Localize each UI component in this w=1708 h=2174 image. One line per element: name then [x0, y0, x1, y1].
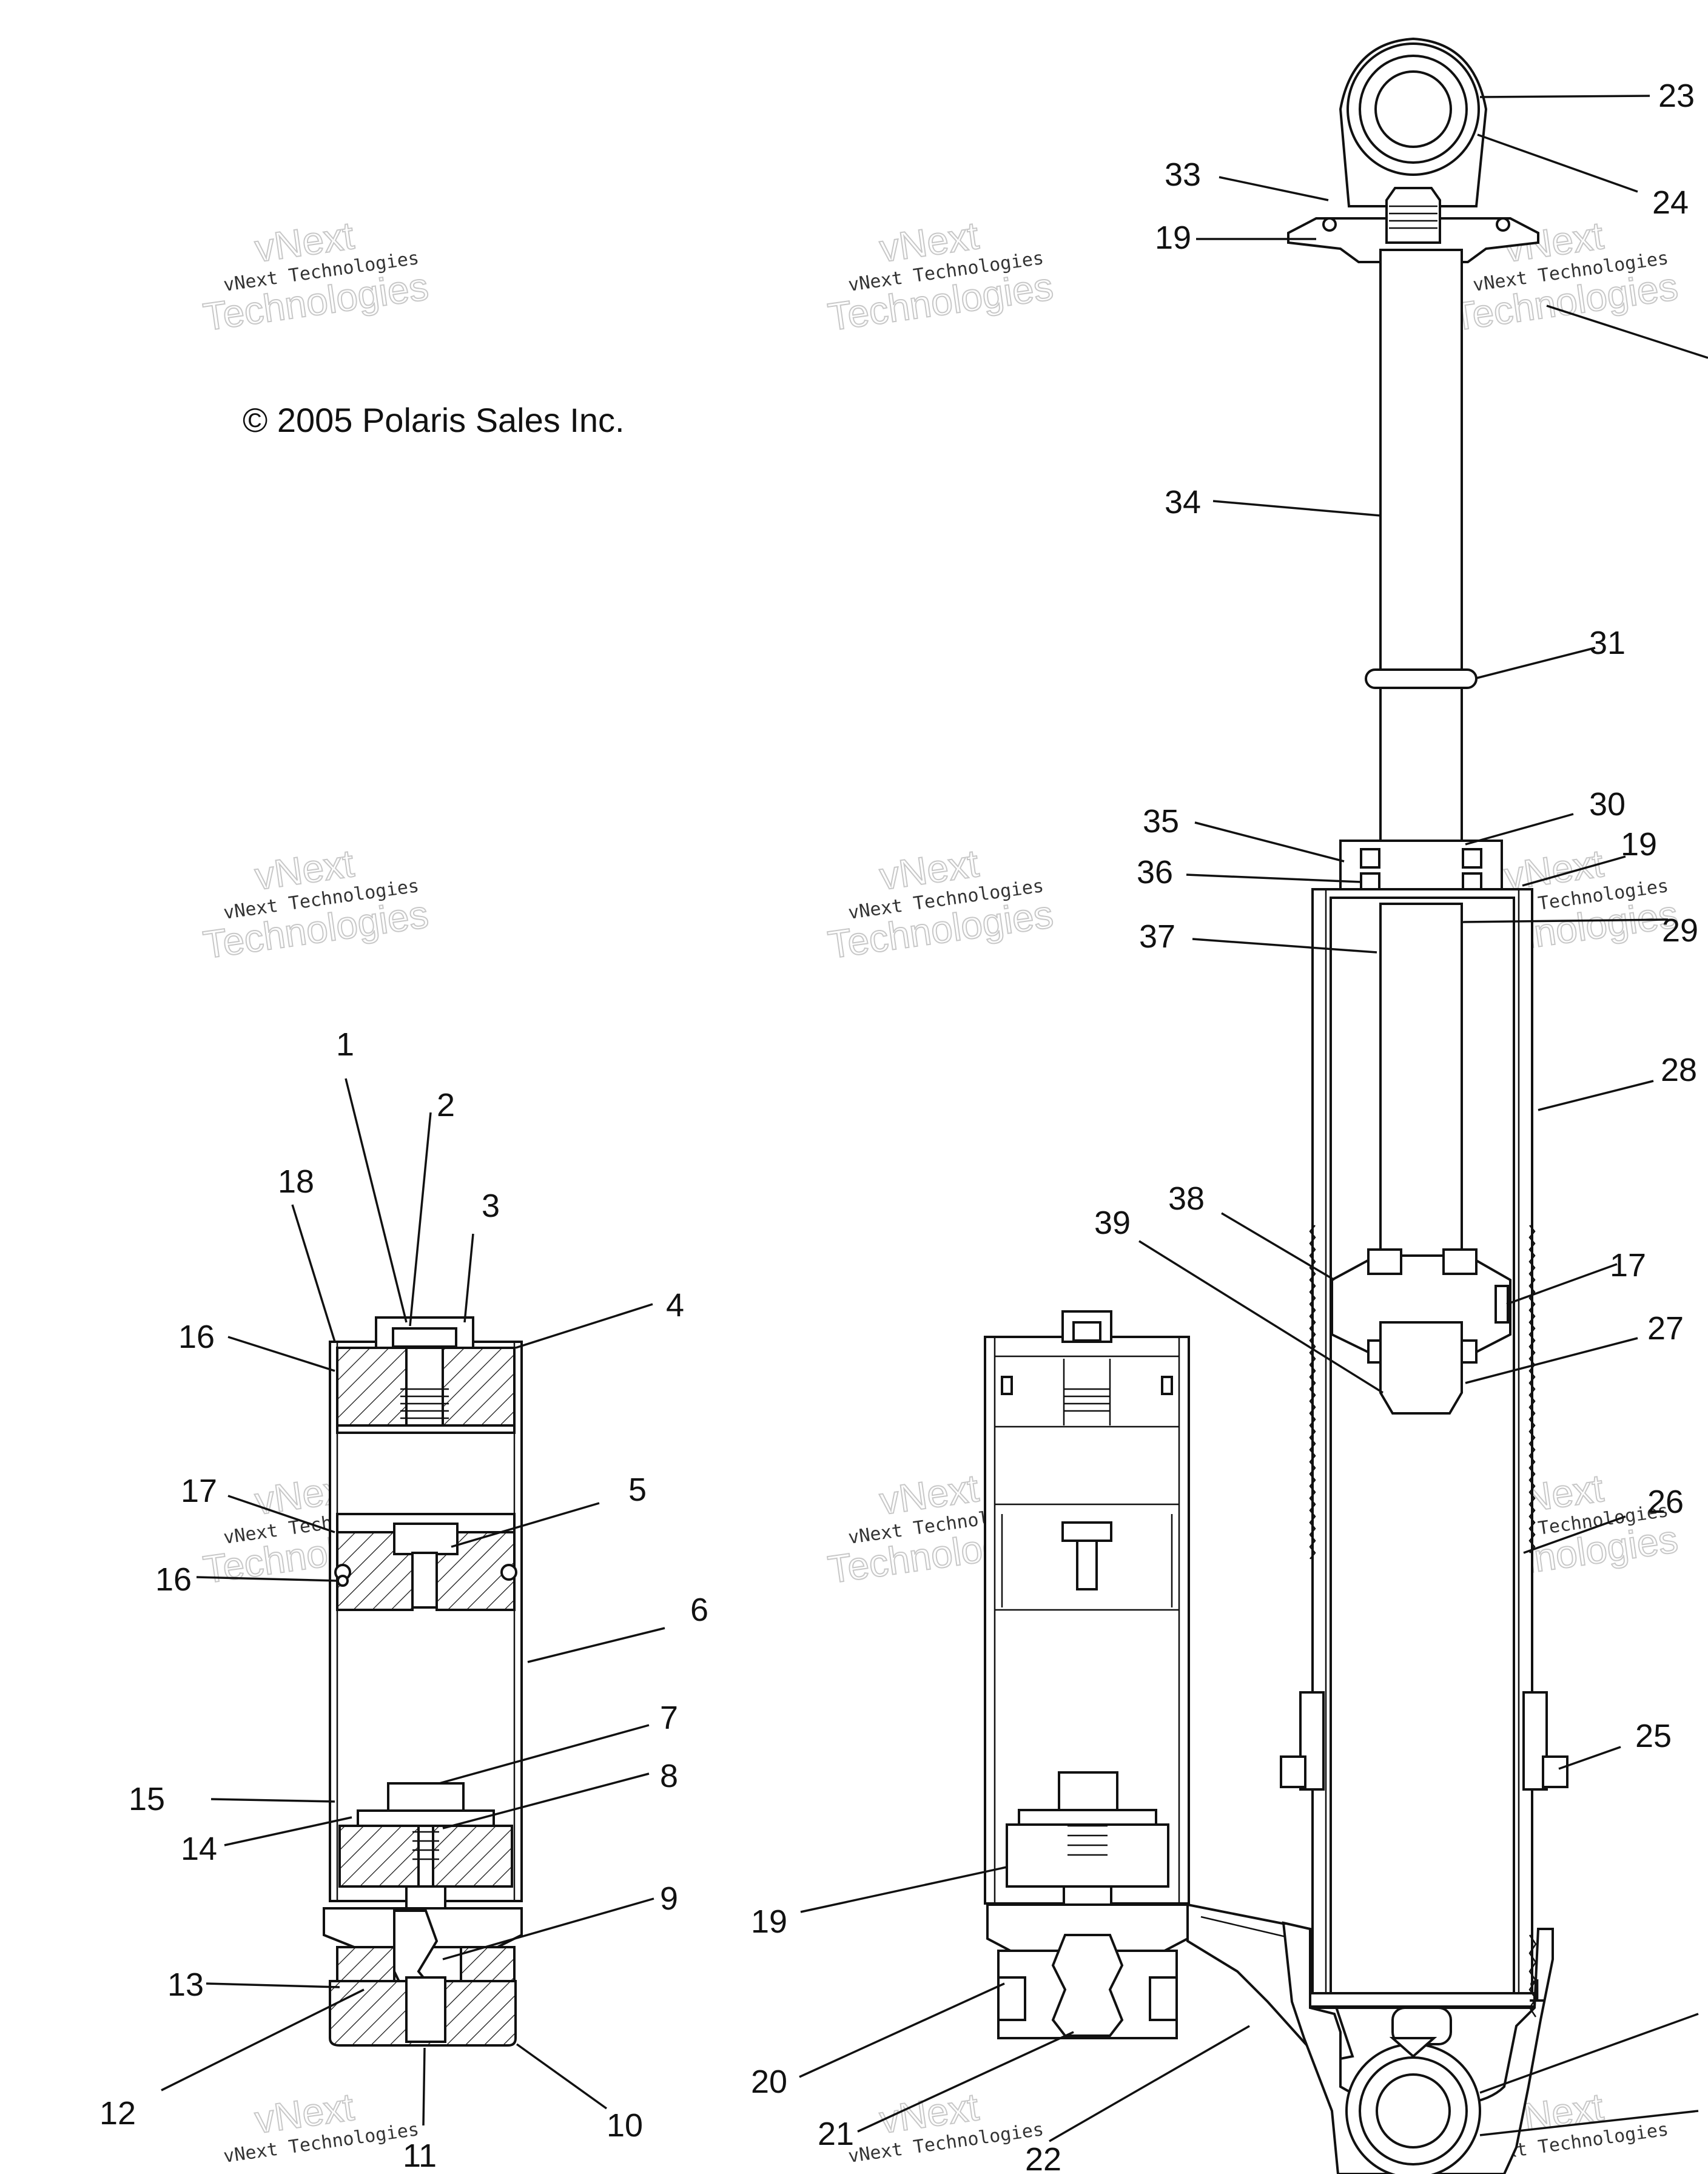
- callout-21: 21: [818, 2116, 854, 2152]
- watermarks: vNext Technologies vNext Technologies vN…: [200, 213, 1681, 2167]
- callout-30: 30: [1589, 786, 1626, 823]
- callout-31: 31: [1589, 625, 1626, 661]
- callout-24: 24: [1652, 184, 1689, 221]
- callout-11: 11: [403, 2138, 437, 2174]
- callout-18: 18: [278, 1163, 314, 1200]
- callout-27: 27: [1647, 1310, 1684, 1347]
- callout-19-seal-head: 19: [1621, 826, 1657, 863]
- leader-lines: [161, 95, 1708, 2142]
- shock-main-body: [1280, 37, 1568, 2174]
- callout-7: 7: [660, 1700, 678, 1736]
- watermark: vNext Technologies vNext Technologies: [200, 841, 432, 968]
- callout-3: 3: [482, 1188, 500, 1224]
- bumper-ring: [1365, 668, 1478, 689]
- watermark: vNext Technologies vNext: [847, 2084, 1045, 2167]
- callout-5: 5: [628, 1472, 647, 1508]
- callout-15: 15: [129, 1781, 165, 1817]
- callout-13: 13: [167, 1967, 204, 2003]
- callout-37: 37: [1139, 918, 1175, 955]
- callout-25: 25: [1635, 1718, 1672, 1754]
- callout-38: 38: [1168, 1180, 1205, 1217]
- callout-19-reservoir: 19: [751, 1903, 787, 1940]
- callout-16-lower: 16: [155, 1561, 192, 1598]
- watermark: vNext Technologies vNext Technologies: [825, 841, 1057, 968]
- callout-9: 9: [660, 1880, 678, 1917]
- reservoir-section-left: [323, 1316, 523, 2047]
- callout-29: 29: [1662, 912, 1698, 949]
- end-cap: [336, 1347, 408, 1427]
- callout-1-partial: 1: [1527, 1973, 1545, 2009]
- callout-33: 33: [1165, 156, 1201, 193]
- callout-2: 2: [437, 1087, 455, 1123]
- callout-8: 8: [660, 1758, 678, 1794]
- watermark: vNext Technologies vNext Technologies: [825, 213, 1057, 340]
- callout-17: 17: [181, 1473, 217, 1509]
- copyright-notice: © 2005 Polaris Sales Inc.: [243, 401, 625, 439]
- callout-28: 28: [1661, 1052, 1697, 1088]
- callout-20: 20: [751, 2064, 787, 2100]
- callout-26: 26: [1647, 1484, 1684, 1520]
- watermark: vNext Technologies vNext Technologies: [200, 213, 432, 340]
- callout-1: 1: [336, 1026, 354, 1063]
- callout-39: 39: [1094, 1205, 1131, 1241]
- callout-35: 35: [1143, 803, 1179, 840]
- callout-14: 14: [181, 1831, 217, 1867]
- reservoir-section-middle: [984, 1310, 1354, 2064]
- callout-6: 6: [690, 1592, 708, 1628]
- watermark: vNext Technologies vNext: [222, 2084, 420, 2167]
- callout-36: 36: [1137, 854, 1173, 890]
- callout-34: 34: [1165, 484, 1201, 520]
- main-piston: [1331, 1254, 1511, 1358]
- callout-12: 12: [99, 2095, 136, 2132]
- callout-4: 4: [666, 1287, 684, 1324]
- eyelet-bushing: [1374, 70, 1452, 148]
- callout-17-piston: 17: [1610, 1247, 1646, 1284]
- callout-22: 22: [1025, 2141, 1061, 2174]
- callout-16: 16: [178, 1319, 215, 1355]
- callout-10: 10: [607, 2107, 643, 2144]
- callout-labels: 1 2 3 4 5 6 7 8 9 10 11 12 13 14 15 16 1…: [99, 78, 1698, 2174]
- callout-19-top: 19: [1155, 220, 1191, 256]
- callout-23: 23: [1658, 78, 1695, 114]
